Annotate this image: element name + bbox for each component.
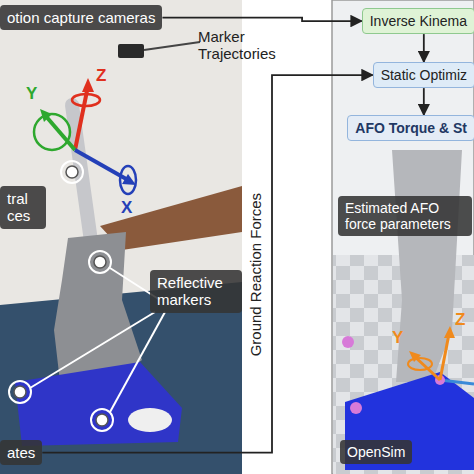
axis-model [440,380,474,384]
axis-label: X [121,198,132,218]
marker-ring [91,409,113,431]
connector-arrow [42,75,372,453]
photo-wall [0,0,242,474]
foot [15,362,182,446]
axis-label: Z [455,310,465,330]
process-box: Static Optimiz [373,62,474,88]
render-panel [332,0,474,474]
x-arrowhead [122,174,136,185]
process-box: Inverse Kinema [362,8,474,34]
reflective-marker [94,256,106,268]
connector-arrow [423,34,425,62]
output-box: AFO Torque & St [347,115,474,141]
node-text: OpenSim [347,444,405,460]
node-text: Estimated AFO force parameters [345,200,465,232]
z-arrowhead [82,78,94,92]
label-box: ates [0,440,42,465]
axis-label: Z [96,66,106,86]
reflective-marker [66,166,78,178]
node-text: otion capture cameras [7,9,155,26]
z-axis-model [440,334,449,380]
marker-ring [61,161,83,183]
node-text: Static Optimiz [381,67,467,83]
node-text: Inverse Kinema [370,13,467,29]
edge-label: Marker Trajectories [196,28,312,63]
connector-arrow [162,18,361,21]
camera-cable [144,42,200,50]
z-rotation [72,94,100,106]
y-rotation [34,114,70,150]
node-text: AFO Torque & St [355,120,467,136]
label-box: otion capture cameras [0,5,162,30]
marker-ring [9,381,31,403]
marker-ring [89,251,111,273]
label-box: Estimated AFO force parameters [338,196,472,236]
label-box: Reflective markers [150,270,242,313]
shoe-sole [128,408,172,432]
label-box: OpenSim [340,440,412,464]
virtual-marker [350,402,362,414]
leader-line [30,312,155,388]
x-rotation [120,166,136,194]
leader-line [110,312,165,412]
axis-label: Y [392,328,403,348]
axis-label: Y [26,84,37,104]
afo-model [392,150,462,382]
reflective-marker [96,414,108,426]
node-text: ates [7,444,35,461]
connector-arrow [423,88,425,115]
label-box: tral ces [0,186,46,229]
edge-label: Ground Reaction Forces [247,191,264,358]
afo-shell [54,232,142,382]
virtual-marker [342,336,354,348]
y-rotation-model [408,358,432,370]
reflective-marker [14,386,26,398]
camera [118,44,144,58]
node-text: Reflective markers [157,274,235,309]
z-arrowhead-model [444,326,455,338]
node-text: tral ces [7,190,39,225]
